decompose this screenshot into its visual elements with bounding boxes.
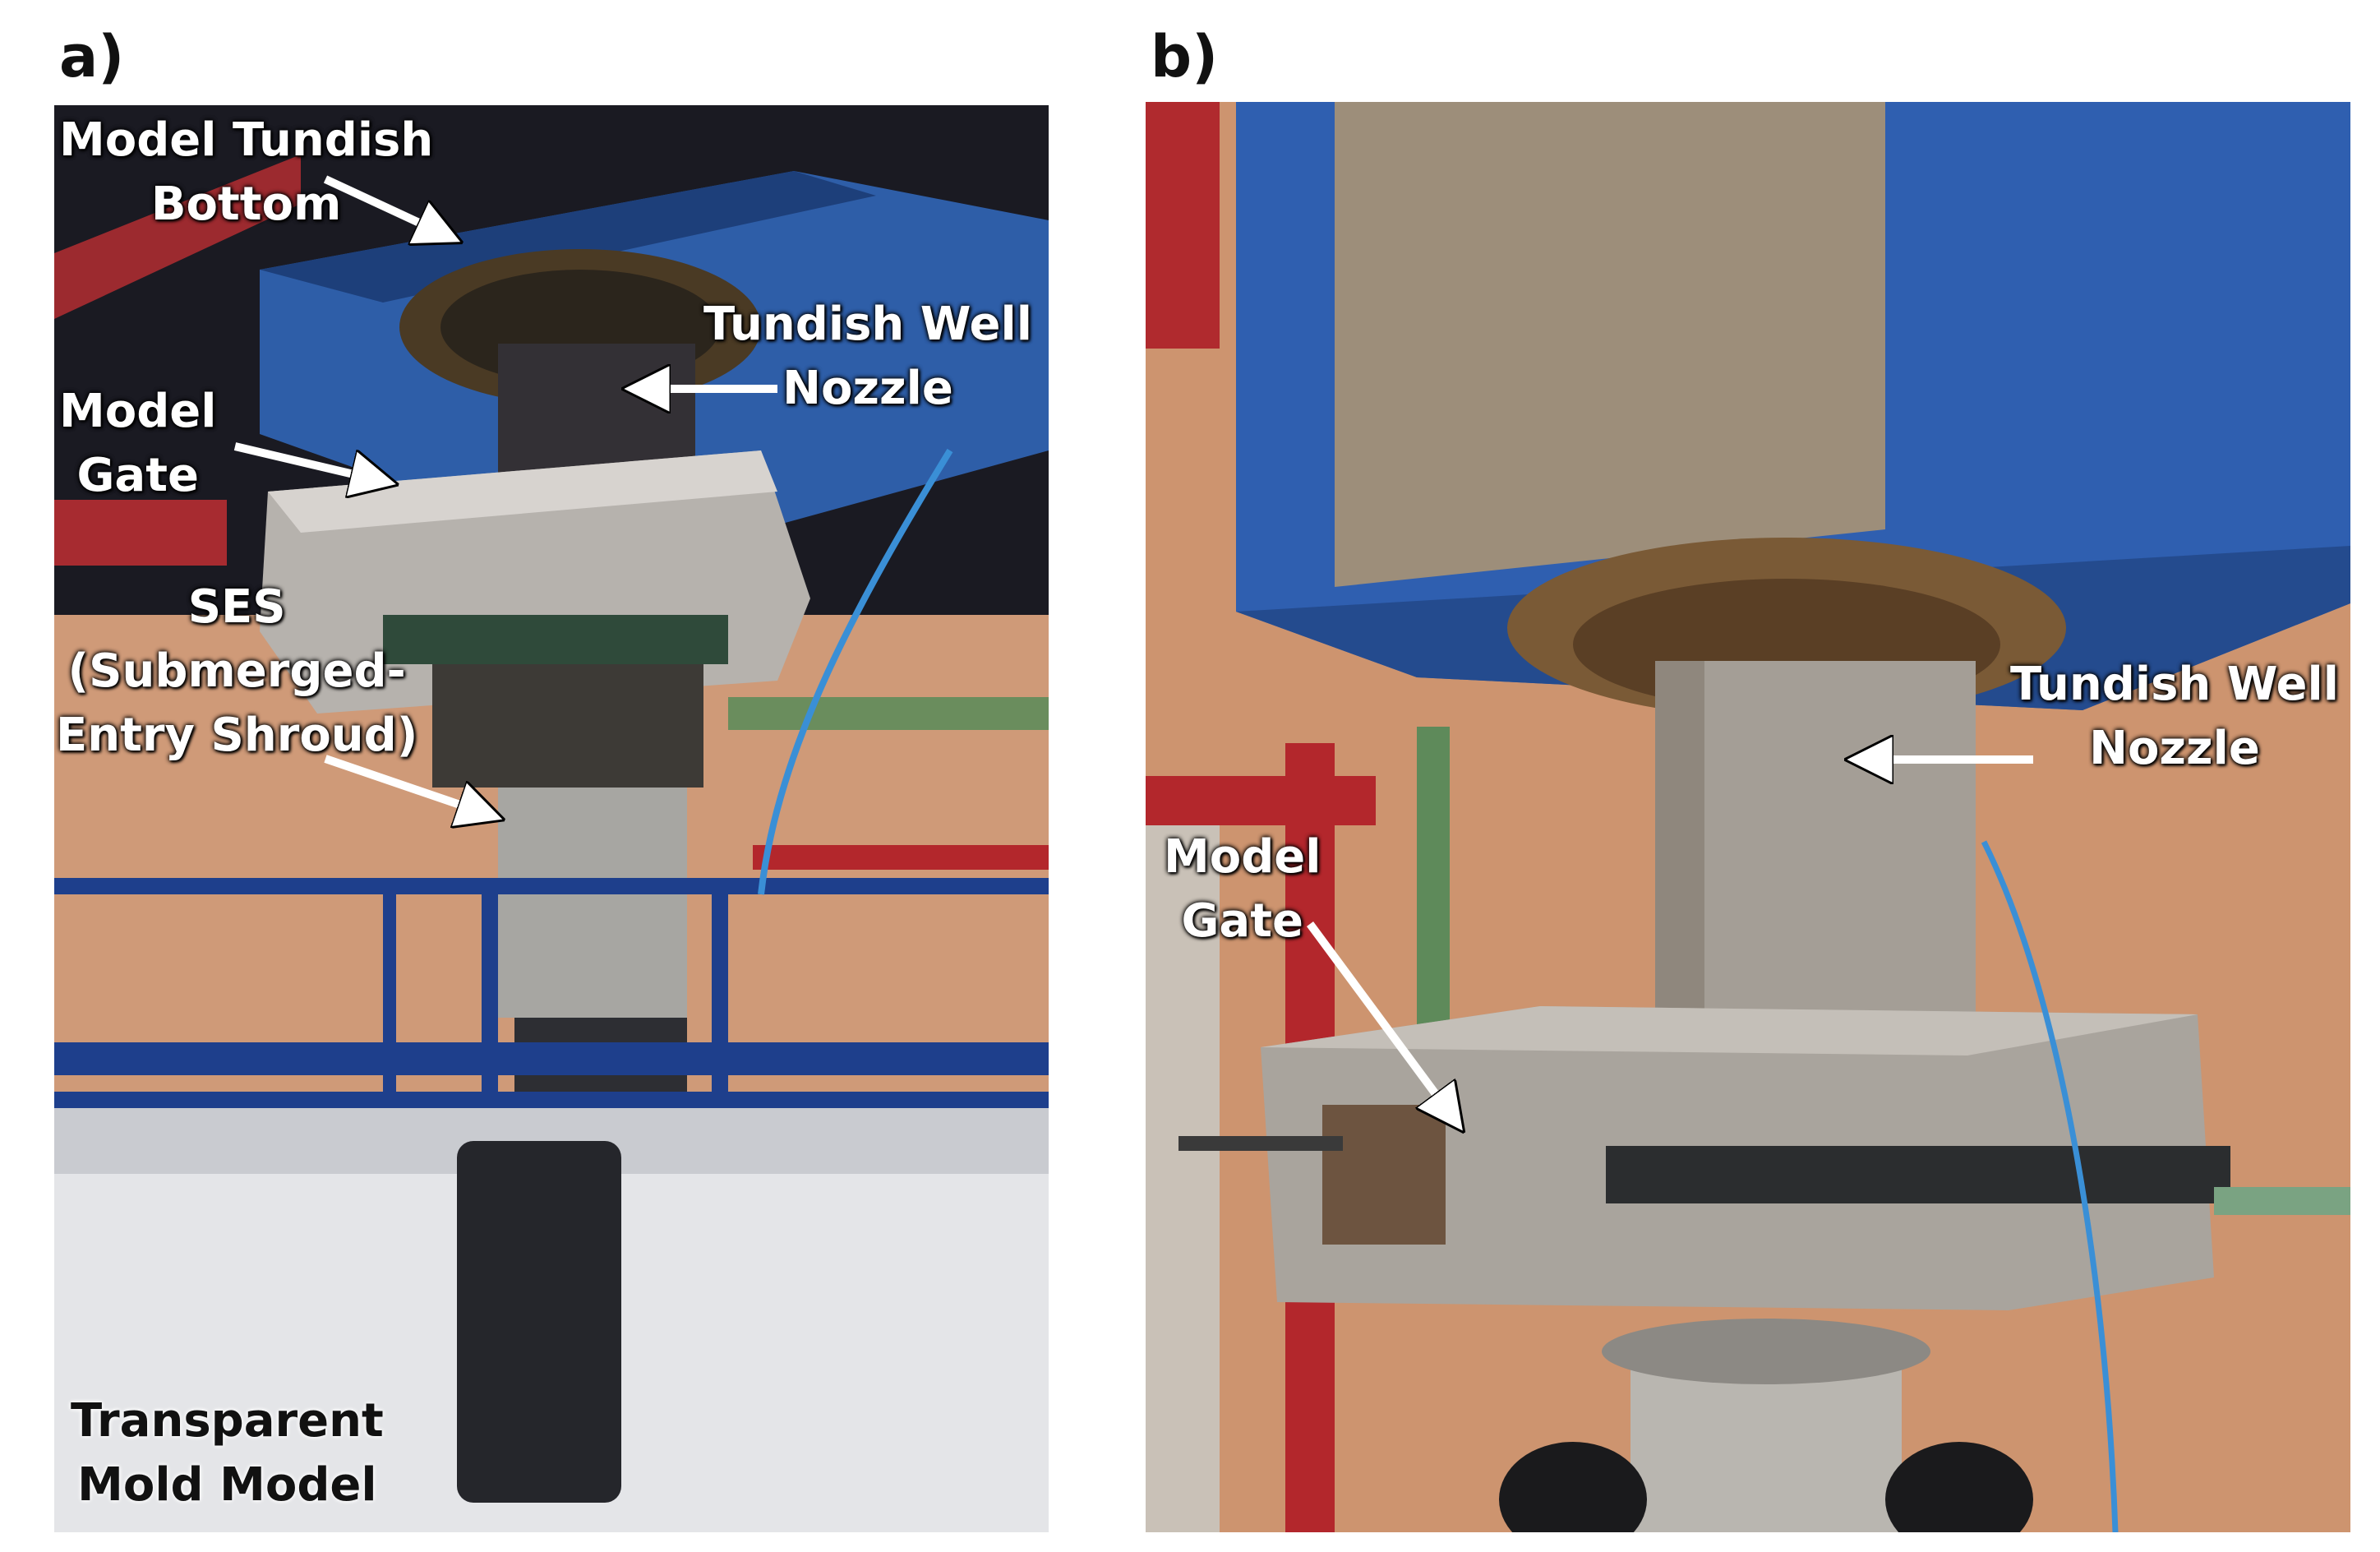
photo-b-drawing (1146, 102, 2350, 1532)
label-a-model-gate-text: Model Gate (59, 385, 217, 502)
label-ses: SES (Submerged- Entry Shroud) (56, 575, 417, 768)
arrow-b-model-gate (1306, 922, 1450, 1113)
photo-panel-b: Tundish Well Nozzle Model Gate (1146, 102, 2350, 1532)
label-model-tundish-bottom: Model Tundish Bottom (59, 109, 433, 237)
panel-b-letter: b) (1151, 23, 1219, 90)
label-b-model-gate-text: Model Gate (1164, 830, 1321, 948)
panel-a-letter: a) (59, 23, 125, 90)
label-b-tundish-well-nozzle-text: Tundish Well Nozzle (2010, 658, 2339, 775)
label-a-tundish-well-nozzle-text: Tundish Well Nozzle (703, 298, 1032, 415)
arrows-panel-a (233, 175, 777, 1532)
label-b-model-gate: Model Gate (1164, 825, 1321, 954)
arrows-panel-b (1306, 102, 2033, 1532)
label-transparent-mold-model-text: Transparent Mold Model (71, 1394, 384, 1512)
label-model-tundish-bottom-text: Model Tundish Bottom (59, 113, 434, 231)
arrow-ses (324, 755, 482, 812)
label-a-tundish-well-nozzle: Tundish Well Nozzle (703, 293, 1032, 421)
label-ses-text: SES (Submerged- Entry Shroud) (56, 580, 418, 762)
label-transparent-mold-model: Transparent Mold Model (71, 1389, 384, 1517)
arrow-a-model-gate (233, 442, 375, 479)
label-a-model-gate: Model Gate (59, 380, 216, 508)
arrow-tundish-bottom (323, 175, 440, 233)
photo-panel-a: Model Tundish Bottom Tundish Well Nozzle… (54, 105, 1049, 1532)
label-b-tundish-well-nozzle: Tundish Well Nozzle (2010, 653, 2339, 781)
